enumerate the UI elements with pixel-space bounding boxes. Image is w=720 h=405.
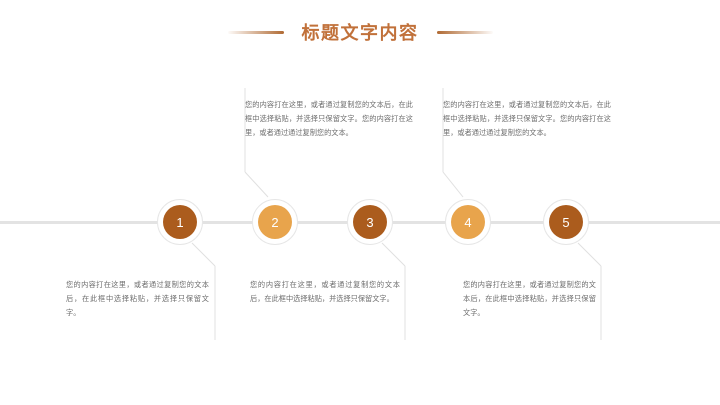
title-rule-right-icon xyxy=(436,30,493,34)
bottom-text-block-3: 您的内容打在这里，或者通过复制您的文本后，在此框中选择粘贴，并选择只保留文字。 xyxy=(463,278,596,320)
timeline-node-5-disc: 5 xyxy=(549,205,583,239)
top-text-block-2-text: 您的内容打在这里，或者通过复制您的文本后，在此框中选择粘贴，并选择只保留文字。您… xyxy=(443,100,611,138)
timeline-node-1-number: 1 xyxy=(176,214,184,230)
timeline-node-4[interactable]: 4 xyxy=(445,199,491,245)
bottom-text-block-1: 您的内容打在这里，或者通过复制您的文本后，在此框中选择粘贴，并选择只保留文字。 xyxy=(66,278,209,320)
bottom-text-block-2-text: 您的内容打在这里，或者通过复制您的文本后，在此框中选择粘贴，并选择只保留文字。 xyxy=(250,280,400,304)
top-text-block-1-text: 您的内容打在这里，或者通过复制您的文本后，在此框中选择粘贴，并选择只保留文字。您… xyxy=(245,100,413,138)
title-rule-left-icon xyxy=(227,30,284,34)
bottom-text-block-2: 您的内容打在这里，或者通过复制您的文本后，在此框中选择粘贴，并选择只保留文字。 xyxy=(250,278,400,306)
timeline-node-1-disc: 1 xyxy=(163,205,197,239)
timeline-node-1[interactable]: 1 xyxy=(157,199,203,245)
timeline-node-4-disc: 4 xyxy=(451,205,485,239)
timeline-node-3[interactable]: 3 xyxy=(347,199,393,245)
timeline-node-2-number: 2 xyxy=(271,214,279,230)
title-area: 标题文字内容 xyxy=(0,14,720,50)
timeline-node-5[interactable]: 5 xyxy=(543,199,589,245)
timeline-node-2[interactable]: 2 xyxy=(252,199,298,245)
timeline-node-3-number: 3 xyxy=(366,214,374,230)
bottom-text-block-1-text: 您的内容打在这里，或者通过复制您的文本后，在此框中选择粘贴，并选择只保留文字。 xyxy=(66,280,209,318)
page-title: 标题文字内容 xyxy=(301,23,419,43)
bottom-text-block-3-text: 您的内容打在这里，或者通过复制您的文本后，在此框中选择粘贴，并选择只保留文字。 xyxy=(463,280,596,318)
timeline-node-3-disc: 3 xyxy=(353,205,387,239)
timeline-node-4-number: 4 xyxy=(464,214,472,230)
timeline-node-2-disc: 2 xyxy=(258,205,292,239)
top-text-block-2: 您的内容打在这里，或者通过复制您的文本后，在此框中选择粘贴，并选择只保留文字。您… xyxy=(443,98,611,140)
top-text-block-1: 您的内容打在这里，或者通过复制您的文本后，在此框中选择粘贴，并选择只保留文字。您… xyxy=(245,98,413,140)
timeline-node-5-number: 5 xyxy=(562,214,570,230)
